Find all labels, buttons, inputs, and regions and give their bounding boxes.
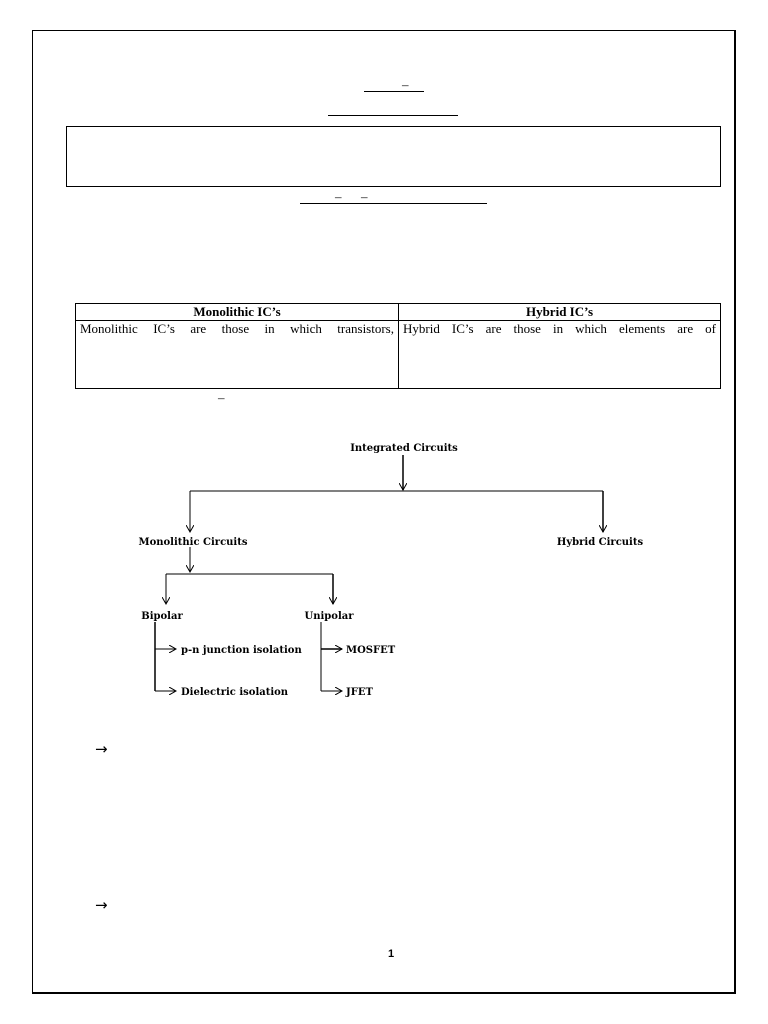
node-integrated-circuits: Integrated Circuits (350, 443, 458, 454)
bullet-arrow-2: → (95, 896, 108, 914)
node-bipolar: Bipolar (141, 611, 183, 622)
node-monolithic-circuits: Monolithic Circuits (139, 537, 248, 548)
title-underline (364, 91, 424, 92)
table-row: Monolithic IC’s are those in which trans… (75, 320, 721, 389)
comparison-table: Monolithic IC’s Hybrid IC’s Monolithic I… (75, 303, 721, 389)
section-heading-dash-1: – (335, 189, 342, 204)
node-dielectric-isolation: Dielectric isolation (181, 687, 289, 698)
title-dash: – (402, 77, 409, 92)
table-cell-hybrid: Hybrid IC’s are those in which elements … (398, 320, 721, 389)
node-hybrid-circuits: Hybrid Circuits (557, 537, 644, 548)
section-heading-underline (300, 203, 487, 204)
section-heading-dash-2: – (361, 189, 368, 204)
caption-dash: – (218, 390, 225, 405)
bullet-arrow-1: → (95, 740, 108, 758)
node-jfet: JFET (345, 687, 373, 698)
node-pn-junction-isolation: p-n junction isolation (181, 645, 302, 656)
page-border (32, 30, 736, 994)
table-cell-monolithic: Monolithic IC’s are those in which trans… (75, 320, 399, 389)
page-number: 1 (388, 948, 395, 960)
node-unipolar: Unipolar (305, 611, 355, 622)
subtitle-underline (328, 115, 458, 116)
node-mosfet: MOSFET (346, 645, 396, 656)
summary-box (66, 126, 721, 187)
